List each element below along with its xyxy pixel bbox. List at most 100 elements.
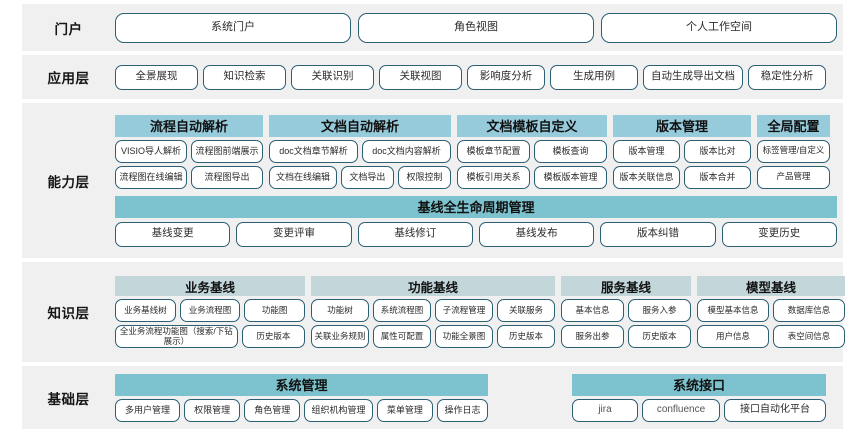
cap-item-doc-chapter-parse[interactable]: doc文档章节解析 [269, 139, 358, 163]
capability-group-doc-template: 文档模板自定义 模板章节配置 模板查询 模板引用关系 模板版本管理 [457, 114, 607, 189]
capability-group-title-global-config: 全局配置 [757, 114, 830, 137]
layer-base: 基础层 系统管理 多用户管理 权限管理 角色管理 组织机构管理 菜单管理 操作日… [22, 366, 843, 429]
base-group-title-system-mgmt: 系统管理 [115, 373, 488, 396]
baseline-item-change-review[interactable]: 变更评审 [236, 221, 352, 247]
capability-row: 标签管理/自定义 [757, 139, 830, 163]
know-item-basic-info[interactable]: 基本信息 [561, 299, 624, 322]
baseline-item-revision[interactable]: 基线修订 [357, 221, 473, 247]
cap-item-visio-import-parse[interactable]: VISIO导人解析 [115, 139, 187, 163]
baseline-items: 基线变更 变更评审 基线修订 基线发布 版本纠错 变更历史 [115, 221, 837, 247]
capability-baseline-block: 基线全生命周期管理 基线变更 变更评审 基线修订 基线发布 版本纠错 变更历史 [115, 195, 837, 247]
base-item-jira[interactable]: jira [572, 398, 638, 422]
knowledge-row: 模型基本信息 数据库信息 [697, 299, 845, 322]
knowledge-group-title-business-baseline: 业务基线 [115, 276, 305, 296]
knowledge-groups: 业务基线 业务基线树 业务流程图 功能图 全业务流程功能图（搜索/下钻展示） 历… [115, 276, 845, 348]
cap-item-doc-export[interactable]: 文档导出 [340, 165, 394, 189]
knowledge-group-title-function-baseline: 功能基线 [311, 276, 555, 296]
capability-row: 版本管理 版本比对 [613, 139, 751, 163]
know-item-function-tree[interactable]: 功能树 [311, 299, 369, 322]
know-item-business-flowchart[interactable]: 业务流程图 [179, 299, 241, 322]
cap-item-template-reference[interactable]: 模板引用关系 [457, 165, 530, 189]
base-item-interface-automation-platform[interactable]: 接口自动化平台 [724, 398, 826, 422]
layer-capability: 能力层 流程自动解析 VISIO导人解析 流程图前端展示 流程图在线编辑 流程图… [22, 103, 843, 258]
know-item-service-output-param[interactable]: 服务出参 [561, 325, 624, 348]
app-item-relation-identify[interactable]: 关联识别 [291, 64, 374, 90]
base-item-menu-mgmt[interactable]: 菜单管理 [376, 398, 433, 422]
capability-group-title-version-mgmt: 版本管理 [613, 114, 751, 137]
base-item-role-mgmt[interactable]: 角色管理 [244, 398, 301, 422]
baseline-item-release[interactable]: 基线发布 [478, 221, 595, 247]
base-item-org-structure-mgmt[interactable]: 组织机构管理 [304, 398, 373, 422]
app-item-auto-export-doc[interactable]: 自动生成导出文档 [643, 64, 743, 90]
cap-item-product-mgmt[interactable]: 产品管理 [757, 165, 830, 189]
knowledge-group-function-baseline: 功能基线 功能树 系统流程图 子流程管理 关联服务 关联业务规则 属性可配置 功… [311, 276, 555, 348]
base-item-operation-log[interactable]: 操作日志 [436, 398, 488, 422]
know-item-database-info[interactable]: 数据库信息 [773, 299, 845, 322]
cap-item-template-chapter-config[interactable]: 模板章节配置 [457, 139, 530, 163]
app-item-impact-analysis[interactable]: 影响度分析 [467, 64, 545, 90]
layer-capability-label: 能力层 [47, 174, 90, 190]
capability-group-version-mgmt: 版本管理 版本管理 版本比对 版本关联信息 版本合并 [613, 114, 751, 189]
know-item-subprocess-mgmt[interactable]: 子流程管理 [435, 299, 493, 322]
app-item-stability-analysis[interactable]: 稳定性分析 [748, 64, 826, 90]
know-item-model-basic-info[interactable]: 模型基本信息 [697, 299, 769, 322]
cap-item-doc-online-edit[interactable]: 文档在线编辑 [269, 165, 337, 189]
knowledge-row: 关联业务规则 属性可配置 功能全景图 历史版本 [311, 325, 555, 348]
app-item-generate-case[interactable]: 生成用例 [550, 64, 638, 90]
cap-item-version-mgmt[interactable]: 版本管理 [613, 139, 680, 163]
capability-row: 产品管理 [757, 165, 830, 189]
knowledge-group-service-baseline: 服务基线 基本信息 服务入参 服务出参 历史版本 [561, 276, 691, 348]
baseline-item-change-history[interactable]: 变更历史 [721, 221, 837, 247]
base-group-system-interface: 系统接口 jira confluence 接口自动化平台 [572, 373, 826, 422]
cap-item-flowchart-export[interactable]: 流程图导出 [191, 165, 263, 189]
base-item-permission-mgmt[interactable]: 权限管理 [184, 398, 241, 422]
cap-item-version-merge[interactable]: 版本合并 [684, 165, 751, 189]
baseline-item-change[interactable]: 基线变更 [115, 221, 231, 247]
cap-item-doc-content-parse[interactable]: doc文档内容解析 [362, 139, 451, 163]
cap-item-flowchart-frontend-display[interactable]: 流程图前端展示 [191, 139, 263, 163]
know-item-function-chart[interactable]: 功能图 [244, 299, 306, 322]
capability-group-title-process-parse: 流程自动解析 [115, 114, 263, 137]
knowledge-row: 业务基线树 业务流程图 功能图 [115, 299, 306, 322]
baseline-title: 基线全生命周期管理 [115, 195, 837, 218]
know-item-user-info[interactable]: 用户信息 [697, 325, 769, 348]
app-item-relation-view[interactable]: 关联视图 [379, 64, 462, 90]
base-row: 多用户管理 权限管理 角色管理 组织机构管理 菜单管理 操作日志 [115, 398, 488, 422]
know-item-function-panorama[interactable]: 功能全景图 [435, 325, 493, 348]
know-item-history-version-service[interactable]: 历史版本 [628, 325, 691, 348]
know-item-attribute-configurable[interactable]: 属性可配置 [373, 325, 431, 348]
knowledge-group-title-service-baseline: 服务基线 [561, 276, 691, 296]
portal-item-system-portal[interactable]: 系统门户 [115, 12, 351, 43]
layer-portal: 门户 系统门户 角色视图 个人工作空间 [22, 4, 843, 51]
cap-item-version-relation-info[interactable]: 版本关联信息 [613, 165, 680, 189]
know-item-related-business-rule[interactable]: 关联业务规则 [311, 325, 369, 348]
know-item-history-version-function[interactable]: 历史版本 [497, 325, 555, 348]
cap-item-permission-control[interactable]: 权限控制 [397, 165, 451, 189]
app-item-panorama[interactable]: 全景展现 [115, 64, 198, 90]
know-item-system-flowchart[interactable]: 系统流程图 [373, 299, 431, 322]
know-item-business-baseline-tree[interactable]: 业务基线树 [115, 299, 176, 322]
knowledge-row: 服务出参 历史版本 [561, 325, 691, 348]
know-item-related-service[interactable]: 关联服务 [497, 299, 555, 322]
app-item-knowledge-search[interactable]: 知识检索 [203, 64, 286, 90]
capability-row: 版本关联信息 版本合并 [613, 165, 751, 189]
base-item-confluence[interactable]: confluence [642, 398, 720, 422]
know-item-service-input-param[interactable]: 服务入参 [628, 299, 691, 322]
know-item-tablespace-info[interactable]: 表空间信息 [773, 325, 845, 348]
cap-item-template-query[interactable]: 模板查询 [534, 139, 607, 163]
base-item-multi-user-mgmt[interactable]: 多用户管理 [115, 398, 181, 422]
capability-row: doc文档章节解析 doc文档内容解析 [269, 139, 451, 163]
cap-item-version-compare[interactable]: 版本比对 [684, 139, 751, 163]
knowledge-group-model-baseline: 模型基线 模型基本信息 数据库信息 用户信息 表空间信息 [697, 276, 845, 348]
portal-item-role-view[interactable]: 角色视图 [358, 12, 594, 43]
cap-item-tag-mgmt-custom[interactable]: 标签管理/自定义 [757, 139, 830, 163]
know-item-full-business-flow-function-chart[interactable]: 全业务流程功能图（搜索/下钻展示） [115, 325, 238, 348]
portal-item-personal-workspace[interactable]: 个人工作空间 [601, 12, 837, 43]
layer-portal-label: 门户 [54, 21, 83, 37]
knowledge-group-business-baseline: 业务基线 业务基线树 业务流程图 功能图 全业务流程功能图（搜索/下钻展示） 历… [115, 276, 306, 348]
baseline-item-version-correction[interactable]: 版本纠错 [600, 221, 716, 247]
know-item-history-version[interactable]: 历史版本 [241, 325, 305, 348]
cap-item-flowchart-online-edit[interactable]: 流程图在线编辑 [115, 165, 187, 189]
cap-item-template-version-mgmt[interactable]: 模板版本管理 [534, 165, 607, 189]
